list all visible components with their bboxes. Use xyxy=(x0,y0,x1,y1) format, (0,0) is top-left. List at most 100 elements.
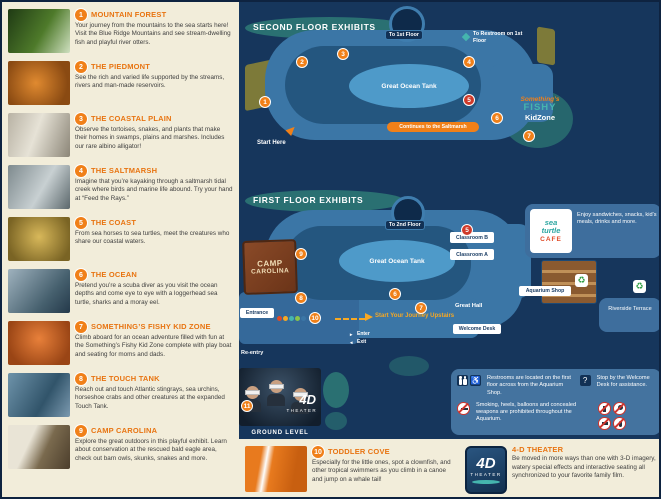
map-marker-7-1f: 7 xyxy=(415,302,427,314)
photo-theater-subtitle: THEATER xyxy=(286,408,317,413)
exhibit-title: THE COASTAL PLAIN xyxy=(91,113,172,123)
list-item-ocean: 6 THE OCEAN Pretend you’re a scuba diver… xyxy=(6,267,235,315)
visitor-info-panel: ♿ Restrooms are located on the first flo… xyxy=(451,369,659,435)
number-badge: 6 xyxy=(75,269,87,281)
list-item-4d-theater: 4D THEATER 4-D THEATER Be moved in more … xyxy=(463,444,659,494)
recycle-icon: ♻ xyxy=(575,274,588,287)
exhibit-description: Your journey from the mountains to the s… xyxy=(75,22,231,46)
riverside-terrace-panel xyxy=(599,298,659,332)
kid-zone-logo: Something’s FISHY KidZone xyxy=(509,96,571,122)
assistance-text: Stop by the Welcome Desk for assistance. xyxy=(596,375,650,389)
no-heels-icon xyxy=(598,401,611,415)
list-item-saltmarsh: 4 THE SALTMARSH Imagine that you’re kaya… xyxy=(6,163,235,211)
journey-arrow-icon xyxy=(365,313,373,321)
number-badge: 8 xyxy=(75,373,87,385)
floor-plan-area: SECOND FLOOR EXHIBITS To 1st Floor To Re… xyxy=(239,2,659,439)
list-item-coastal-plain: 3 THE COASTAL PLAIN Observe the tortoise… xyxy=(6,111,235,159)
second-floor-title: SECOND FLOOR EXHIBITS xyxy=(253,22,376,32)
map-marker-7: 7 xyxy=(523,130,535,142)
kid-zone-photo xyxy=(8,321,70,365)
riverside-terrace-label: Riverside Terrace xyxy=(608,306,652,312)
photo-4d-title: 4D xyxy=(299,392,316,407)
exhibit-sidebar: 1 MOUNTAIN FOREST Your journey from the … xyxy=(2,2,239,497)
marsh-bird-photo xyxy=(8,165,70,209)
classroom-a-label: Classroom A xyxy=(450,249,494,260)
kid-zone-logo-line3: KidZone xyxy=(525,112,555,122)
exhibit-title: THE OCEAN xyxy=(91,269,137,279)
camp-carolina-sign-photo: CAMP CAROLINA xyxy=(242,239,298,295)
no-balloons-icon xyxy=(613,401,626,415)
list-item-touch-tank: 8 THE TOUCH TANK Reach out and touch Atl… xyxy=(6,371,235,419)
exhibit-description: Pretend you’re a scuba diver as you visi… xyxy=(75,282,218,306)
seahorse-photo xyxy=(8,217,70,261)
to-second-floor-label: To 2nd Floor xyxy=(385,220,425,230)
teal-blob xyxy=(389,356,429,376)
map-marker-8-1f: 8 xyxy=(295,292,307,304)
exhibit-description: From sea horses to sea turtles, meet the… xyxy=(75,230,230,246)
person-with-3d-glasses xyxy=(267,380,285,410)
number-badge: 2 xyxy=(75,61,87,73)
exhibit-description: Explore the great outdoors in this playf… xyxy=(75,438,227,462)
restroom-icon xyxy=(457,375,468,386)
map-marker-10-1f: 10 xyxy=(309,312,321,324)
map-marker-4: 4 xyxy=(463,56,475,68)
wheelchair-icon: ♿ xyxy=(470,375,481,386)
aquarium-shop-photo xyxy=(541,260,597,304)
question-icon: ? xyxy=(579,375,591,386)
map-marker-11: 11 xyxy=(241,400,253,412)
number-badge: 3 xyxy=(75,113,87,125)
list-item-piedmont: 2 THE PIEDMONT See the rich and varied l… xyxy=(6,59,235,107)
entrance-label: Entrance xyxy=(240,308,274,318)
classroom-b-label: Classroom B xyxy=(450,232,494,243)
camp-sign-line2: CAROLINA xyxy=(250,267,290,276)
restroom-note: To Restroom on 1st Floor xyxy=(473,31,523,44)
prohibited-text: Smoking, heels, balloons and concealed w… xyxy=(476,401,577,423)
exhibit-description: Climb aboard for an ocean adventure fill… xyxy=(75,334,232,358)
olive-terrace-shape xyxy=(537,26,555,66)
cafe-word-turtle: turtle xyxy=(541,226,561,235)
number-badge: 10 xyxy=(312,446,324,458)
teal-blob xyxy=(325,412,347,430)
number-badge: 9 xyxy=(75,425,87,437)
exhibit-description: Observe the tortoises, snakes, and plant… xyxy=(75,126,225,150)
exhibit-title: THE PIEDMONT xyxy=(91,61,151,71)
welcome-desk-label: Welcome Desk xyxy=(453,324,501,334)
great-ocean-tank-2f: Great Ocean Tank xyxy=(349,64,469,108)
4d-logo-sub: THEATER xyxy=(470,472,502,477)
map-marker-6: 6 xyxy=(491,112,503,124)
list-item-camp-carolina: 9 CAMP CAROLINA Explore the great outdoo… xyxy=(6,423,235,471)
touch-tank-photo xyxy=(8,373,70,417)
kid-zone-logo-line2: FISHY xyxy=(523,102,557,114)
exhibit-title: THE TOUCH TANK xyxy=(91,373,160,383)
bald-eagle-photo xyxy=(8,425,70,469)
list-item-coast: 5 THE COAST From sea horses to sea turtl… xyxy=(6,215,235,263)
aquarium-shop-label: Aquarium Shop xyxy=(519,286,571,296)
saltmarsh-banner: Continues to the Saltmarsh xyxy=(387,122,479,132)
restrooms-text: Restrooms are located on the first floor… xyxy=(487,375,571,396)
journey-path-dashes xyxy=(335,318,365,320)
shark-photo xyxy=(8,269,70,313)
map-marker-2: 2 xyxy=(296,56,308,68)
no-weapons-icon xyxy=(598,416,611,430)
reentry-label: Re-entry xyxy=(241,350,264,356)
prohibited-icons xyxy=(598,401,626,430)
exhibit-description: See the rich and varied life supported b… xyxy=(75,74,225,90)
cafe-description: Enjoy sandwiches, snacks, kid’s meals, d… xyxy=(577,212,657,226)
tank-label: Great Ocean Tank xyxy=(381,82,437,90)
colorful-logo-graphic xyxy=(277,316,306,321)
map-marker-6-1f: 6 xyxy=(389,288,401,300)
exhibit-title: CAMP CAROLINA xyxy=(91,425,158,435)
map-marker-3: 3 xyxy=(337,48,349,60)
number-badge: 1 xyxy=(75,9,87,21)
exhibit-description: Especially for the little ones, spot a c… xyxy=(312,459,451,483)
4d-theater-photo: 4D THEATER xyxy=(239,368,321,426)
exhibit-title: TODDLER COVE xyxy=(328,446,390,456)
restroom-icons: ♿ xyxy=(457,375,481,397)
number-badge: 5 xyxy=(75,217,87,229)
start-here-label: Start Here xyxy=(257,140,286,146)
enter-label: Enter xyxy=(357,331,370,337)
no-food-icon xyxy=(613,416,626,430)
exhibit-description: Be moved in more ways than one with 3-D … xyxy=(512,455,656,479)
albino-alligator-photo xyxy=(8,113,70,157)
exhibit-title: MOUNTAIN FOREST xyxy=(91,9,167,19)
